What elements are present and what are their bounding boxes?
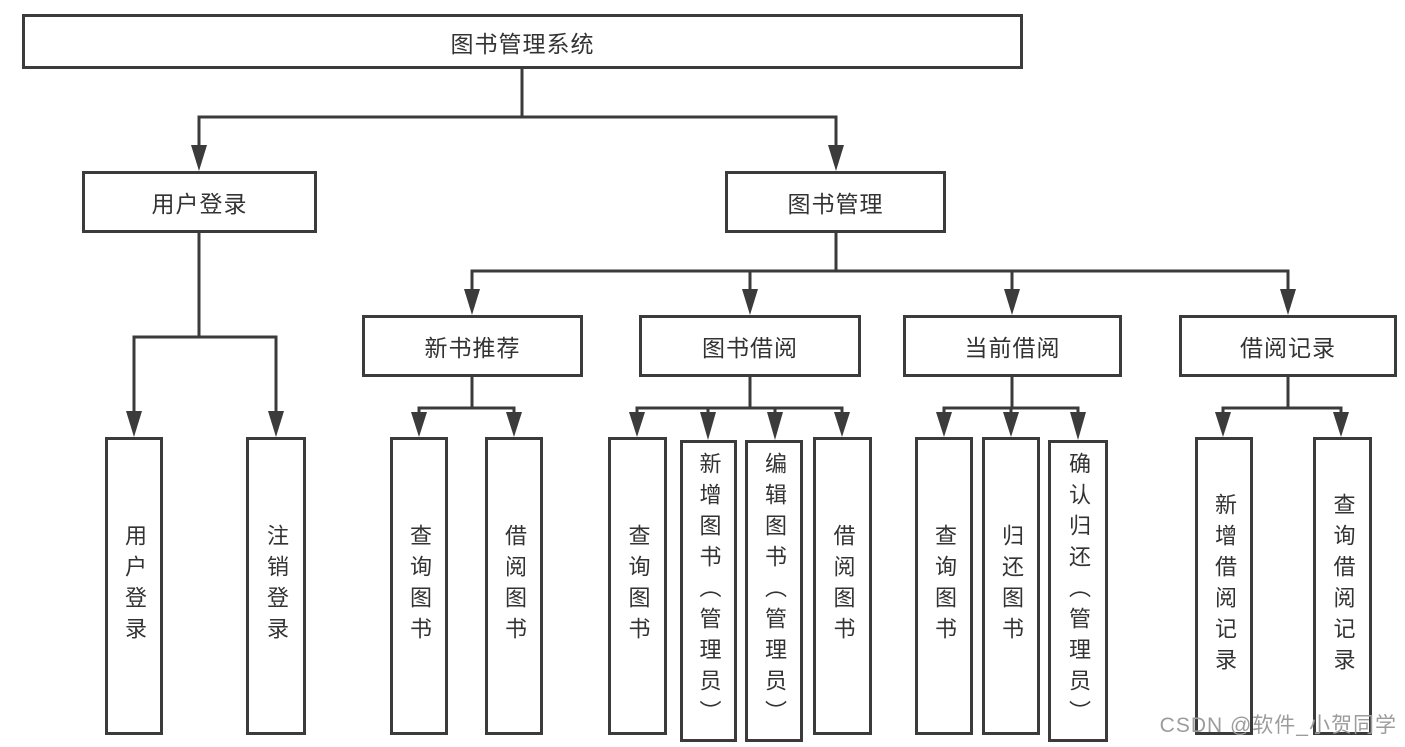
leaf-borrow-books-recommend: 借阅图书 [485, 437, 543, 735]
node-book-borrowing: 图书借阅 [639, 315, 861, 377]
leaf-confirm-return-admin: 确认归还（管理员） [1048, 440, 1108, 742]
connector-record-group [1215, 375, 1349, 437]
connector-current-borrow-group [936, 375, 1086, 440]
leaf-query-books-current: 查询图书 [915, 437, 973, 735]
node-book-management: 图书管理 [725, 171, 946, 233]
node-borrowing-records: 借阅记录 [1179, 315, 1397, 377]
connector-user-login-group [126, 231, 284, 437]
leaf-query-borrow-record: 查询借阅记录 [1313, 437, 1372, 735]
leaf-query-books-recommend: 查询图书 [390, 437, 448, 735]
csdn-watermark: CSDN @软件_小贺同学 [1159, 714, 1397, 737]
leaf-add-book-admin: 新增图书（管理员） [680, 440, 737, 742]
connector-root-to-level2 [191, 67, 844, 171]
leaf-edit-book-admin: 编辑图书（管理员） [745, 440, 803, 742]
leaf-user-login: 用户登录 [105, 437, 163, 735]
leaf-logout: 注销登录 [246, 437, 306, 735]
node-user-login: 用户登录 [82, 171, 317, 233]
leaf-add-borrow-record: 新增借阅记录 [1195, 437, 1253, 735]
connector-book-management-to-level3 [464, 231, 1296, 315]
leaf-query-books-borrow: 查询图书 [608, 437, 667, 735]
node-current-borrowing: 当前借阅 [903, 315, 1122, 377]
leaf-borrow-books-borrow: 借阅图书 [813, 437, 872, 735]
node-root: 图书管理系统 [22, 14, 1023, 69]
connector-book-borrow-group [629, 375, 850, 440]
leaf-return-book: 归还图书 [982, 437, 1040, 735]
node-new-book-recommend: 新书推荐 [362, 315, 583, 377]
connector-new-book-group [411, 375, 522, 437]
